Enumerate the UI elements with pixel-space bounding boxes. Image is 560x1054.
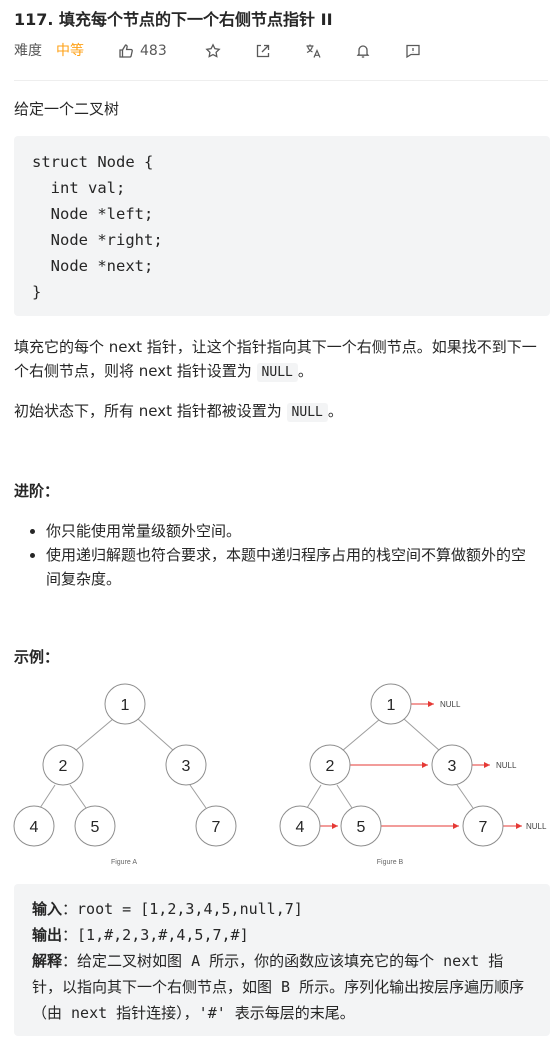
list-item: 你只能使用常量级额外空间。 xyxy=(46,519,538,543)
intro-text: 给定一个二叉树 xyxy=(14,100,120,118)
advanced-heading: 进阶： xyxy=(14,482,60,500)
difficulty-badge: 中等 xyxy=(56,43,84,59)
tree-nodes xyxy=(13,683,504,847)
next-pointer-arrows xyxy=(320,701,522,829)
example-figure: 1 2 3 4 5 7 1 2 3 4 5 7 NULL NULL NULL F… xyxy=(13,683,547,866)
figure-b-edges xyxy=(306,718,474,809)
example-explanation-line: 解释：给定二叉树如图 A 所示，你的函数应该填充它的每个 next 指针，以指向… xyxy=(32,952,525,1022)
figure-a-edges xyxy=(39,718,207,809)
null-label: NULL xyxy=(496,761,517,770)
node-label: 3 xyxy=(182,758,191,775)
explain-text: 给定二叉树如图 A 所示，你的函数应该填充它的每个 next 指针，以指向其下一… xyxy=(32,952,525,1022)
description-paragraph-1: 填充它的每个 next 指针，让这个指针指向其下一个右侧节点。如果找不到下一个右… xyxy=(14,335,550,385)
share-button[interactable] xyxy=(252,40,274,62)
like-button[interactable]: 483 xyxy=(118,40,167,62)
figure-a-caption: Figure A xyxy=(111,859,137,866)
bell-icon xyxy=(356,45,370,58)
problem-meta-bar: 难度 中等 483 xyxy=(14,40,546,62)
output-value: [1,#,2,3,#,4,5,7,#] xyxy=(77,926,249,944)
feedback-icon xyxy=(406,44,420,59)
node-label: 5 xyxy=(357,819,366,836)
null-label: NULL xyxy=(440,700,461,709)
output-label: 输出 xyxy=(32,926,63,944)
explain-label: 解释 xyxy=(32,952,63,970)
node-label: 3 xyxy=(448,758,457,775)
like-count: 483 xyxy=(140,43,167,59)
feedback-button[interactable] xyxy=(402,40,424,62)
header-divider xyxy=(14,80,548,81)
example-input-line: 输入：root = [1,2,3,4,5,null,7] xyxy=(32,900,303,918)
node-label: 7 xyxy=(479,819,488,836)
share-icon xyxy=(256,44,270,58)
thumb-up-icon xyxy=(119,44,133,58)
struct-code: struct Node { int val; Node *left; Node … xyxy=(32,153,163,301)
star-icon xyxy=(205,43,221,58)
subscribe-button[interactable] xyxy=(352,40,374,62)
struct-code-block: struct Node { int val; Node *left; Node … xyxy=(14,136,550,316)
description-text: 。 xyxy=(327,402,343,420)
node-label: 1 xyxy=(387,697,396,714)
node-label: 5 xyxy=(91,819,100,836)
description-text: 初始状态下，所有 next 指针都被设置为 xyxy=(14,402,287,420)
input-value: root = [1,2,3,4,5,null,7] xyxy=(77,900,303,918)
example-heading: 示例： xyxy=(14,648,60,666)
translate-icon xyxy=(306,44,321,58)
description-text: 填充它的每个 next 指针，让这个指针指向其下一个右侧节点。如果找不到下一个右… xyxy=(14,338,537,380)
description-paragraph-2: 初始状态下，所有 next 指针都被设置为 NULL。 xyxy=(14,399,550,425)
node-label: 4 xyxy=(296,819,305,836)
node-label: 2 xyxy=(326,758,335,775)
null-code: NULL xyxy=(256,363,298,382)
null-label: NULL xyxy=(526,822,547,831)
figure-b-caption: Figure B xyxy=(377,859,404,866)
null-code: NULL xyxy=(286,403,328,422)
input-label: 输入 xyxy=(32,900,63,918)
advanced-list: 你只能使用常量级额外空间。 使用递归解题也符合要求，本题中递归程序占用的栈空间不… xyxy=(46,519,538,591)
translate-button[interactable] xyxy=(302,40,324,62)
list-item: 使用递归解题也符合要求，本题中递归程序占用的栈空间不算做额外的空间复杂度。 xyxy=(46,543,538,591)
node-label: 2 xyxy=(59,758,68,775)
example-output-line: 输出：[1,#,2,3,#,4,5,7,#] xyxy=(32,926,249,944)
description-text: 。 xyxy=(297,362,313,380)
favorite-button[interactable] xyxy=(202,40,224,62)
difficulty-label: 难度 xyxy=(14,43,42,59)
node-label: 4 xyxy=(30,819,39,836)
problem-title: 117. 填充每个节点的下一个右侧节点指针 II xyxy=(14,10,333,29)
node-label: 7 xyxy=(212,819,221,836)
node-label: 1 xyxy=(121,697,130,714)
example-block: 输入：root = [1,2,3,4,5,null,7] 输出：[1,#,2,3… xyxy=(14,884,550,1036)
